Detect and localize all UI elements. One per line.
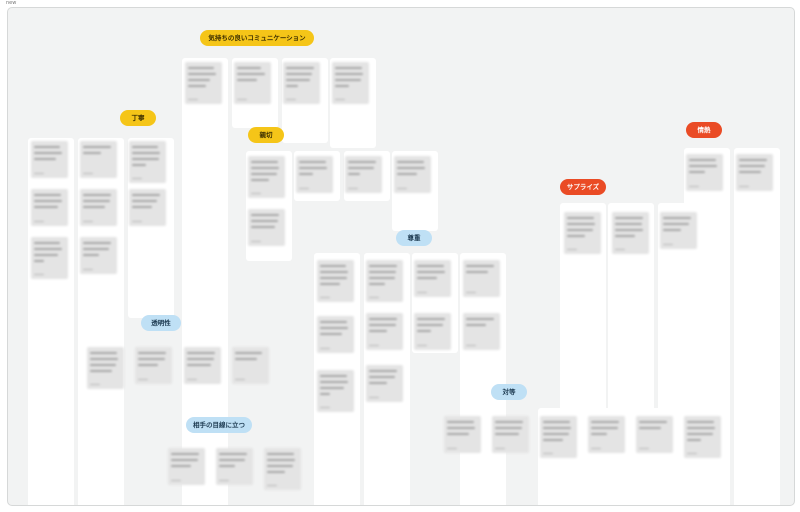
whiteboard-canvas[interactable]: 気持ちの良いコミュニケーション 丁寧 親切 尊重 透明性 相手の目線に立つ 対等 (7, 7, 795, 506)
group-label-toumeisei[interactable]: 透明性 (141, 315, 181, 331)
sticky-note[interactable] (184, 347, 221, 384)
sticky-note[interactable] (264, 448, 301, 490)
sticky-note[interactable] (686, 154, 723, 191)
sticky-note[interactable] (168, 448, 205, 485)
sticky-note[interactable] (317, 260, 354, 302)
sticky-note[interactable] (540, 416, 577, 458)
sticky-note[interactable] (366, 313, 403, 350)
sticky-note[interactable] (80, 141, 117, 178)
group-label-jounetsu[interactable]: 情熱 (686, 122, 722, 138)
group-label-aite[interactable]: 相手の目線に立つ (186, 417, 252, 433)
sticky-note[interactable] (366, 260, 403, 302)
sticky-note[interactable] (492, 416, 529, 453)
sticky-note[interactable] (248, 156, 285, 198)
sticky-note[interactable] (296, 156, 333, 193)
sticky-note[interactable] (463, 260, 500, 297)
sticky-note[interactable] (332, 62, 369, 104)
sticky-note[interactable] (317, 370, 354, 412)
sticky-note[interactable] (612, 212, 649, 254)
group-label-shinsetsu[interactable]: 親切 (248, 127, 284, 143)
group-label-kimochi[interactable]: 気持ちの良いコミュニケーション (200, 30, 314, 46)
sticky-note[interactable] (684, 416, 721, 458)
sticky-note[interactable] (660, 212, 697, 249)
sticky-note[interactable] (31, 189, 68, 226)
sticky-note[interactable] (31, 237, 68, 279)
sticky-note[interactable] (564, 212, 601, 254)
sticky-note[interactable] (317, 316, 354, 353)
column-strip (182, 58, 228, 505)
sticky-note[interactable] (636, 416, 673, 453)
sticky-note[interactable] (80, 189, 117, 226)
sticky-note[interactable] (216, 448, 253, 485)
sticky-note[interactable] (283, 62, 320, 104)
sticky-note[interactable] (129, 189, 166, 226)
sticky-note[interactable] (588, 416, 625, 453)
sticky-note[interactable] (31, 141, 68, 178)
sticky-note[interactable] (345, 156, 382, 193)
sticky-note[interactable] (736, 154, 773, 191)
sticky-note[interactable] (232, 347, 269, 384)
corner-label: new (6, 0, 17, 6)
sticky-note[interactable] (87, 347, 124, 389)
sticky-note[interactable] (414, 260, 451, 297)
sticky-note[interactable] (135, 347, 172, 384)
group-label-teinei[interactable]: 丁寧 (120, 110, 156, 126)
sticky-note[interactable] (234, 62, 271, 104)
sticky-note[interactable] (80, 237, 117, 274)
sticky-note[interactable] (185, 62, 222, 104)
sticky-note[interactable] (248, 209, 285, 246)
column-strip (734, 148, 780, 505)
sticky-note[interactable] (463, 313, 500, 350)
sticky-note[interactable] (444, 416, 481, 453)
sticky-note[interactable] (366, 365, 403, 402)
group-label-taitou[interactable]: 対等 (491, 384, 527, 400)
group-label-surprise[interactable]: サプライズ (560, 179, 606, 195)
sticky-note[interactable] (394, 156, 431, 193)
sticky-note[interactable] (414, 313, 451, 350)
sticky-note[interactable] (129, 141, 166, 183)
group-label-sonchou[interactable]: 尊重 (396, 230, 432, 246)
